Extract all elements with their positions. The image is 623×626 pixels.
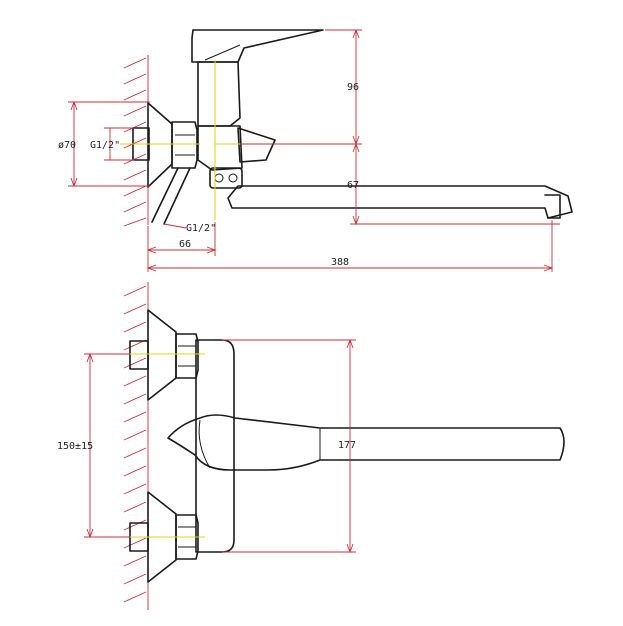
nut-upper	[175, 333, 199, 379]
dim-66: 66	[146, 222, 217, 256]
dim-67-label: 67	[347, 180, 359, 191]
wall-hatch-top	[123, 55, 149, 227]
dim-177: 177	[222, 338, 356, 554]
dim-96-label: 96	[347, 82, 359, 93]
mixer-lower-side	[197, 125, 243, 171]
eccentric-nut-top	[171, 121, 198, 169]
wall-hatch-bottom	[123, 282, 149, 610]
diverter-knob	[237, 127, 276, 163]
dim-66-label: 66	[179, 239, 191, 250]
flange-top	[147, 102, 173, 188]
dim-177-label: 177	[338, 440, 356, 451]
dim-thread-top: G1/2"	[90, 127, 135, 161]
angled-inlet	[151, 167, 191, 225]
dim-flange-diameter: ø70	[58, 100, 150, 188]
mixer-body-side	[197, 61, 241, 127]
front-view: 150±15 177	[57, 282, 565, 610]
dim-388: 388	[146, 220, 554, 272]
dim-thread-top-label: G1/2"	[90, 140, 120, 151]
dim-96: 96	[240, 28, 362, 146]
dim-67: 67	[347, 142, 560, 226]
inlet-pipe-upper	[129, 340, 149, 370]
dim-388-label: 388	[331, 257, 349, 268]
dim-150-label: 150±15	[57, 441, 93, 452]
dim-150: 150±15	[57, 352, 130, 539]
aerator-side	[544, 194, 561, 219]
swivel-ring	[209, 167, 243, 189]
side-view: 96 67 ø70 G1/2" G1/2"	[58, 28, 573, 272]
dim-thread-angled-label: G1/2"	[186, 223, 216, 234]
handle-front	[167, 414, 565, 471]
handle-lever-side	[191, 29, 324, 63]
dim-flange-diameter-label: ø70	[58, 140, 76, 151]
flange-upper	[147, 309, 177, 401]
dim-thread-angled: G1/2"	[163, 223, 216, 234]
flange-lower	[147, 491, 177, 583]
spout-side	[227, 185, 573, 219]
mixer-body-front	[195, 339, 235, 553]
